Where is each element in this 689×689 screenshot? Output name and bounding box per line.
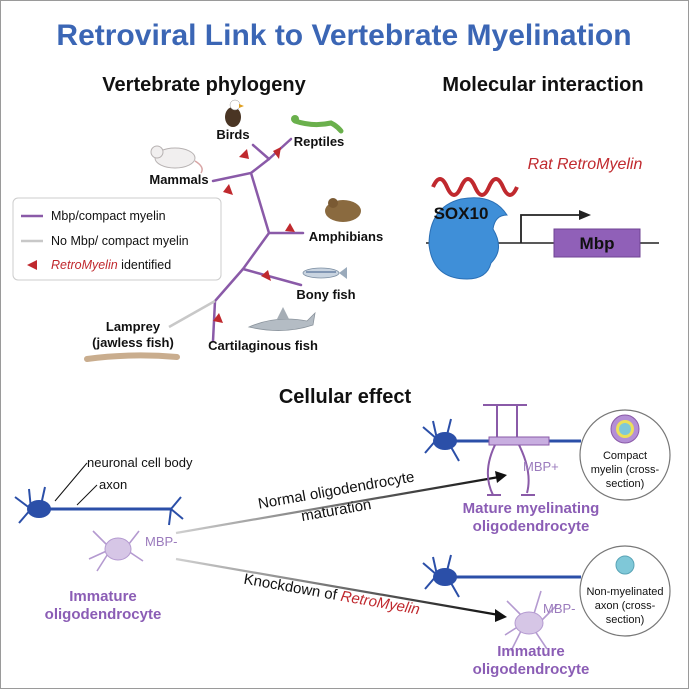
promoter-arrowhead bbox=[579, 210, 591, 220]
oligo-left bbox=[88, 530, 144, 572]
phylogeny-tree bbox=[211, 137, 305, 343]
mature-label: Mature myelinating bbox=[463, 500, 600, 517]
compact-myelin-inset bbox=[579, 409, 671, 501]
retromyelin-rna-wave bbox=[431, 177, 519, 197]
sox10-label: SOX10 bbox=[434, 204, 489, 223]
sox10-protein bbox=[428, 197, 508, 280]
immature-right-label-2: oligodendrocyte bbox=[473, 661, 590, 678]
compact-myelin-label-3: section) bbox=[606, 478, 645, 490]
compact-myelin-label: Compact bbox=[603, 450, 647, 462]
mature-oligo bbox=[483, 404, 550, 496]
molecular-heading: Molecular interaction bbox=[442, 74, 643, 96]
mbp-gene-label: Mbp bbox=[580, 234, 615, 253]
maturation-arrowhead bbox=[495, 471, 507, 483]
phylogeny-legend: Mbp/compact myelin No Mbp/ compact myeli… bbox=[12, 197, 222, 281]
taxon-bony-fish: Bony fish bbox=[296, 287, 355, 302]
cell-body-label: neuronal cell body bbox=[87, 455, 193, 470]
taxon-cartilaginous-fish: Cartilaginous fish bbox=[208, 338, 318, 353]
non-myelinated-label-2: axon (cross- bbox=[595, 600, 656, 612]
mbp-gene-box bbox=[553, 228, 641, 258]
taxon-mammals: Mammals bbox=[149, 172, 208, 187]
lizard-icon bbox=[291, 115, 344, 134]
taxon-reptiles: Reptiles bbox=[294, 134, 345, 149]
immature-left-label: Immature bbox=[69, 588, 137, 605]
neuron-top-right-soma bbox=[433, 432, 457, 450]
retromyelin-markers bbox=[213, 147, 295, 323]
neuron-left-soma bbox=[27, 500, 51, 518]
knockdown-arrow bbox=[175, 557, 500, 617]
mbp-minus-right: MBP- bbox=[543, 601, 576, 616]
neuron-bottom-right-soma bbox=[433, 568, 457, 586]
knockdown-arrowhead bbox=[495, 609, 507, 622]
non-myelinated-label: Non-myelinated bbox=[586, 586, 663, 598]
branch-bony-fish bbox=[240, 231, 303, 287]
shark-icon bbox=[247, 307, 316, 331]
legend-retromyelin: RetroMyelin identified bbox=[51, 258, 171, 272]
frog-icon bbox=[325, 198, 361, 222]
immature-right-label: Immature bbox=[497, 643, 565, 660]
phylogeny-heading: Vertebrate phylogeny bbox=[102, 74, 306, 96]
maturation-arrow bbox=[175, 475, 500, 535]
non-myelinated-label-3: section) bbox=[606, 614, 645, 626]
immature-left-label-2: oligodendrocyte bbox=[45, 606, 162, 623]
oligo-bottom-right bbox=[504, 590, 558, 652]
branch-mammals bbox=[211, 157, 271, 183]
cellular-heading: Cellular effect bbox=[279, 386, 412, 408]
knockdown-label: Knockdown of RetroMyelin bbox=[242, 571, 421, 619]
axon-pointer bbox=[76, 484, 98, 506]
neuron-left bbox=[14, 486, 184, 526]
legend-no-mbp: No Mbp/ compact myelin bbox=[51, 234, 189, 248]
branch-lamprey bbox=[168, 299, 216, 329]
promoter-arrow bbox=[520, 214, 579, 243]
taxon-amphibians: Amphibians bbox=[309, 229, 383, 244]
taxon-lamprey: Lamprey bbox=[106, 319, 161, 334]
mbp-plus: MBP+ bbox=[523, 459, 559, 474]
legend-mbp: Mbp/compact myelin bbox=[51, 209, 166, 223]
rat-icon bbox=[150, 145, 203, 174]
legend-marker-swatch bbox=[27, 260, 37, 270]
retromyelin-label: Rat RetroMyelin bbox=[528, 156, 643, 173]
non-myelinated-inset bbox=[579, 545, 671, 637]
compact-myelin-label-2: myelin (cross- bbox=[591, 464, 660, 476]
lamprey-icon bbox=[84, 352, 180, 362]
mbp-minus-left: MBP- bbox=[145, 534, 178, 549]
eagle-icon bbox=[225, 99, 244, 127]
neuron-bottom-right bbox=[422, 554, 581, 598]
branch-amphibians bbox=[249, 171, 305, 235]
axon-label: axon bbox=[99, 477, 127, 492]
branch-birds bbox=[251, 143, 271, 161]
mature-label-2: oligodendrocyte bbox=[473, 518, 590, 535]
cell-body-pointer bbox=[54, 462, 88, 502]
zebrafish-icon bbox=[302, 267, 347, 279]
taxon-lamprey-sub: (jawless fish) bbox=[92, 335, 174, 350]
taxon-birds: Birds bbox=[216, 127, 249, 142]
figure-title: Retroviral Link to Vertebrate Myelinatio… bbox=[56, 19, 631, 52]
